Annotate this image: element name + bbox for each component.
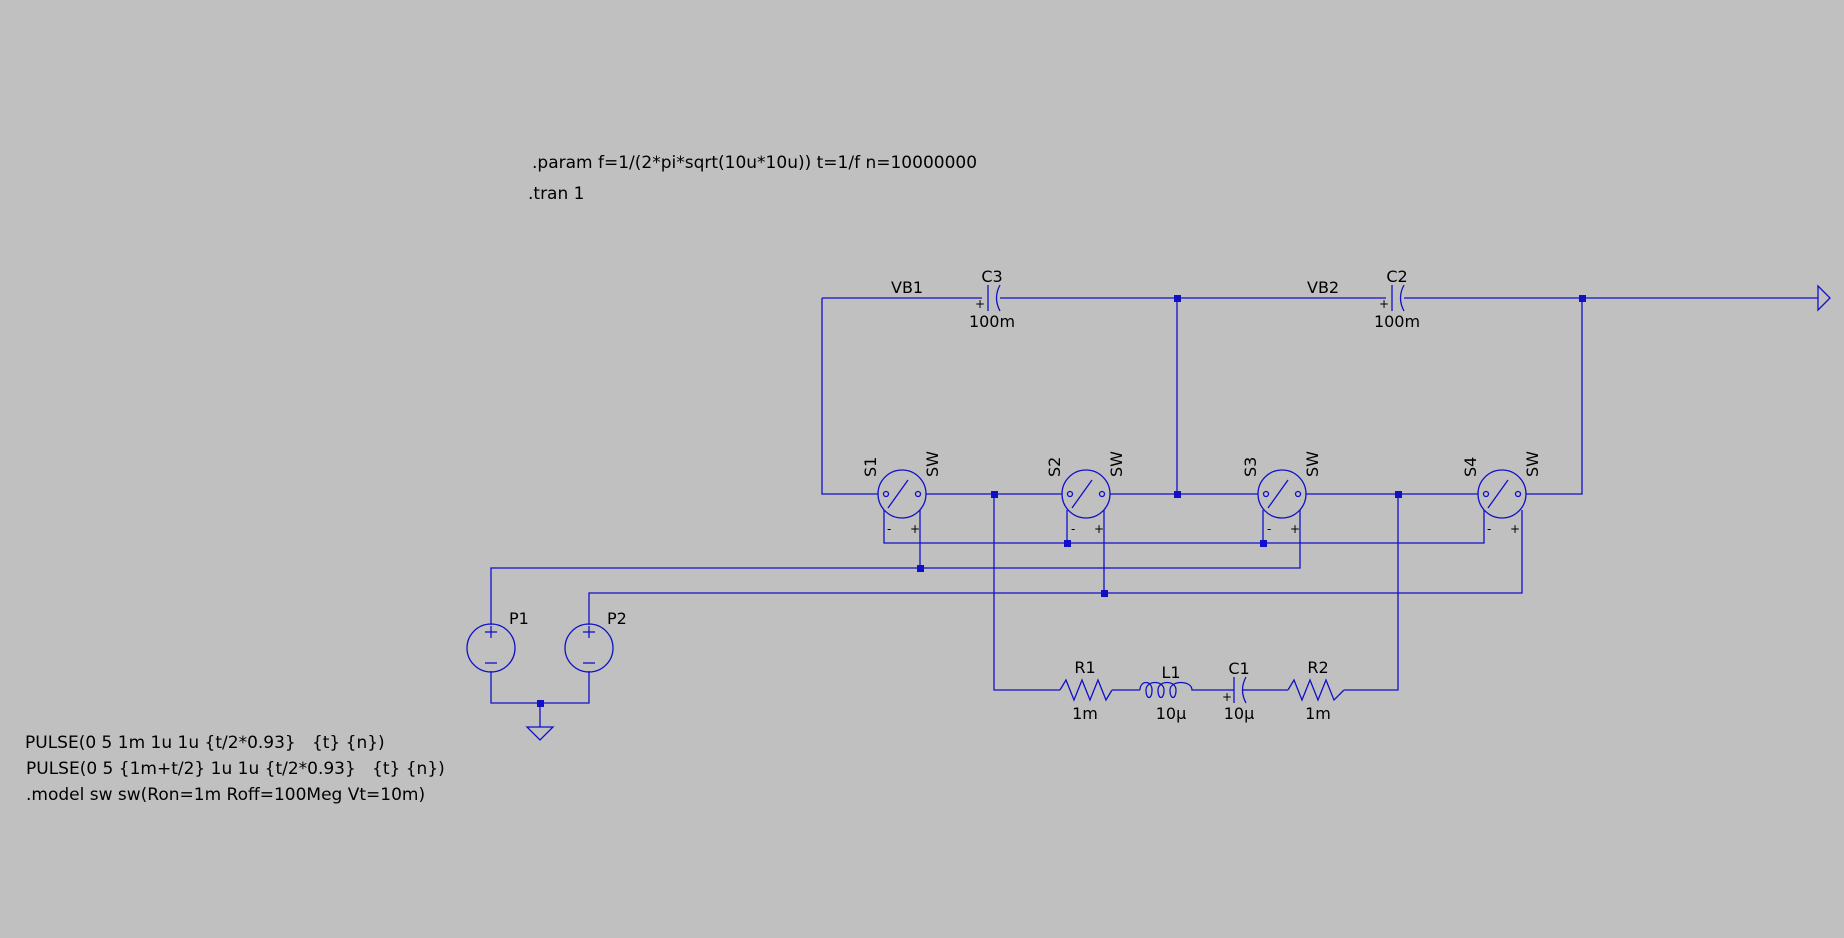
svg-text:+: + bbox=[1290, 522, 1300, 536]
wire-p2-net[interactable] bbox=[588, 517, 1523, 625]
c2-value: 100m bbox=[1374, 312, 1420, 331]
pulse-directive-p2[interactable]: PULSE(0 5 {1m+t/2} 1u 1u {t/2*0.93} {t} … bbox=[26, 759, 445, 779]
svg-text:+: + bbox=[1510, 522, 1520, 536]
c1-value: 10µ bbox=[1224, 704, 1255, 723]
s2-model: SW bbox=[1107, 451, 1126, 477]
s4-name: S4 bbox=[1461, 457, 1480, 477]
inductor-l1[interactable]: L1 10µ bbox=[1139, 663, 1204, 723]
junction-dot bbox=[537, 700, 544, 707]
r1-value: 1m bbox=[1072, 704, 1098, 723]
net-label-vb2: VB2 bbox=[1307, 278, 1339, 297]
s4-model: SW bbox=[1523, 451, 1542, 477]
s3-name: S3 bbox=[1241, 457, 1260, 477]
junction-dot bbox=[1174, 295, 1181, 302]
resistor-icon bbox=[1059, 678, 1113, 702]
junction-dot bbox=[1579, 295, 1586, 302]
output-arrow-icon[interactable] bbox=[1817, 284, 1831, 312]
wire-ground-bus[interactable] bbox=[490, 671, 590, 704]
junction-dot bbox=[1064, 540, 1071, 547]
s1-model: SW bbox=[923, 451, 942, 477]
r1-name: R1 bbox=[1074, 658, 1095, 677]
svg-text:+: + bbox=[1094, 522, 1104, 536]
c3-value: 100m bbox=[969, 312, 1015, 331]
s3-model: SW bbox=[1303, 451, 1322, 477]
capacitor-icon: + bbox=[1379, 284, 1405, 312]
junctions bbox=[537, 295, 1586, 707]
p2-name: P2 bbox=[607, 609, 627, 628]
ground-icon[interactable] bbox=[525, 726, 555, 741]
p1-name: P1 bbox=[509, 609, 529, 628]
switch-s2[interactable]: - + S2 SW bbox=[1045, 451, 1126, 536]
wire-p1-net[interactable] bbox=[490, 517, 1301, 625]
tran-directive[interactable]: .tran 1 bbox=[528, 184, 585, 204]
net-label-vb1: VB1 bbox=[891, 278, 923, 297]
svg-text:+: + bbox=[975, 297, 985, 311]
wires bbox=[490, 297, 1818, 727]
l1-value: 10µ bbox=[1156, 704, 1187, 723]
r2-value: 1m bbox=[1305, 704, 1331, 723]
switch-icon: - + bbox=[1061, 469, 1111, 536]
capacitor-c1[interactable]: + C1 10µ bbox=[1222, 659, 1254, 723]
resistor-icon bbox=[1287, 678, 1345, 702]
svg-text:+: + bbox=[910, 522, 920, 536]
svg-text:-: - bbox=[1487, 522, 1491, 536]
resistor-r1[interactable]: R1 1m bbox=[1059, 658, 1113, 723]
model-directive[interactable]: .model sw sw(Ron=1m Roff=100Meg Vt=10m) bbox=[26, 785, 426, 805]
c3-name: C3 bbox=[981, 267, 1002, 286]
l1-name: L1 bbox=[1161, 663, 1180, 682]
wire-right-rail[interactable] bbox=[1526, 298, 1583, 495]
junction-dot bbox=[991, 491, 998, 498]
svg-text:-: - bbox=[887, 522, 891, 536]
junction-dot bbox=[1260, 540, 1267, 547]
inductor-icon bbox=[1139, 681, 1204, 699]
voltage-source-p1[interactable]: P1 bbox=[466, 609, 529, 673]
svg-text:-: - bbox=[1071, 522, 1075, 536]
s2-name: S2 bbox=[1045, 457, 1064, 477]
c2-name: C2 bbox=[1386, 267, 1407, 286]
capacitor-c3[interactable]: + C3 100m bbox=[969, 267, 1015, 331]
svg-text:-: - bbox=[1267, 522, 1271, 536]
capacitor-icon: + bbox=[975, 284, 1001, 312]
junction-dot bbox=[1395, 491, 1402, 498]
junction-dot bbox=[917, 565, 924, 572]
switch-icon: - + bbox=[1477, 469, 1527, 536]
wire-ctrl-minus-bus[interactable] bbox=[883, 517, 1485, 544]
junction-dot bbox=[1174, 491, 1181, 498]
wire-tank-left[interactable] bbox=[993, 494, 1060, 691]
wire-tank-right[interactable] bbox=[1344, 494, 1399, 691]
switch-icon: - + bbox=[877, 469, 927, 536]
param-directive[interactable]: .param f=1/(2*pi*sqrt(10u*10u)) t=1/f n=… bbox=[532, 153, 978, 173]
svg-text:+: + bbox=[1222, 690, 1232, 704]
wire-left-rail[interactable] bbox=[821, 298, 878, 495]
c1-name: C1 bbox=[1228, 659, 1249, 678]
switch-s1[interactable]: - + S1 SW bbox=[861, 451, 942, 536]
capacitor-c2[interactable]: + C2 100m bbox=[1374, 267, 1420, 331]
svg-text:+: + bbox=[1379, 297, 1389, 311]
voltage-source-icon bbox=[466, 623, 516, 673]
voltage-source-icon bbox=[564, 623, 614, 673]
switch-icon: - + bbox=[1257, 469, 1307, 536]
switch-s4[interactable]: - + S4 SW bbox=[1461, 451, 1542, 536]
voltage-source-p2[interactable]: P2 bbox=[564, 609, 627, 673]
junction-dot bbox=[1101, 590, 1108, 597]
pulse-directive-p1[interactable]: PULSE(0 5 1m 1u 1u {t/2*0.93} {t} {n}) bbox=[25, 733, 385, 753]
capacitor-icon: + bbox=[1222, 676, 1250, 704]
r2-name: R2 bbox=[1307, 658, 1328, 677]
s1-name: S1 bbox=[861, 457, 880, 477]
resistor-r2[interactable]: R2 1m bbox=[1287, 658, 1345, 723]
switch-s3[interactable]: - + S3 SW bbox=[1241, 451, 1322, 536]
